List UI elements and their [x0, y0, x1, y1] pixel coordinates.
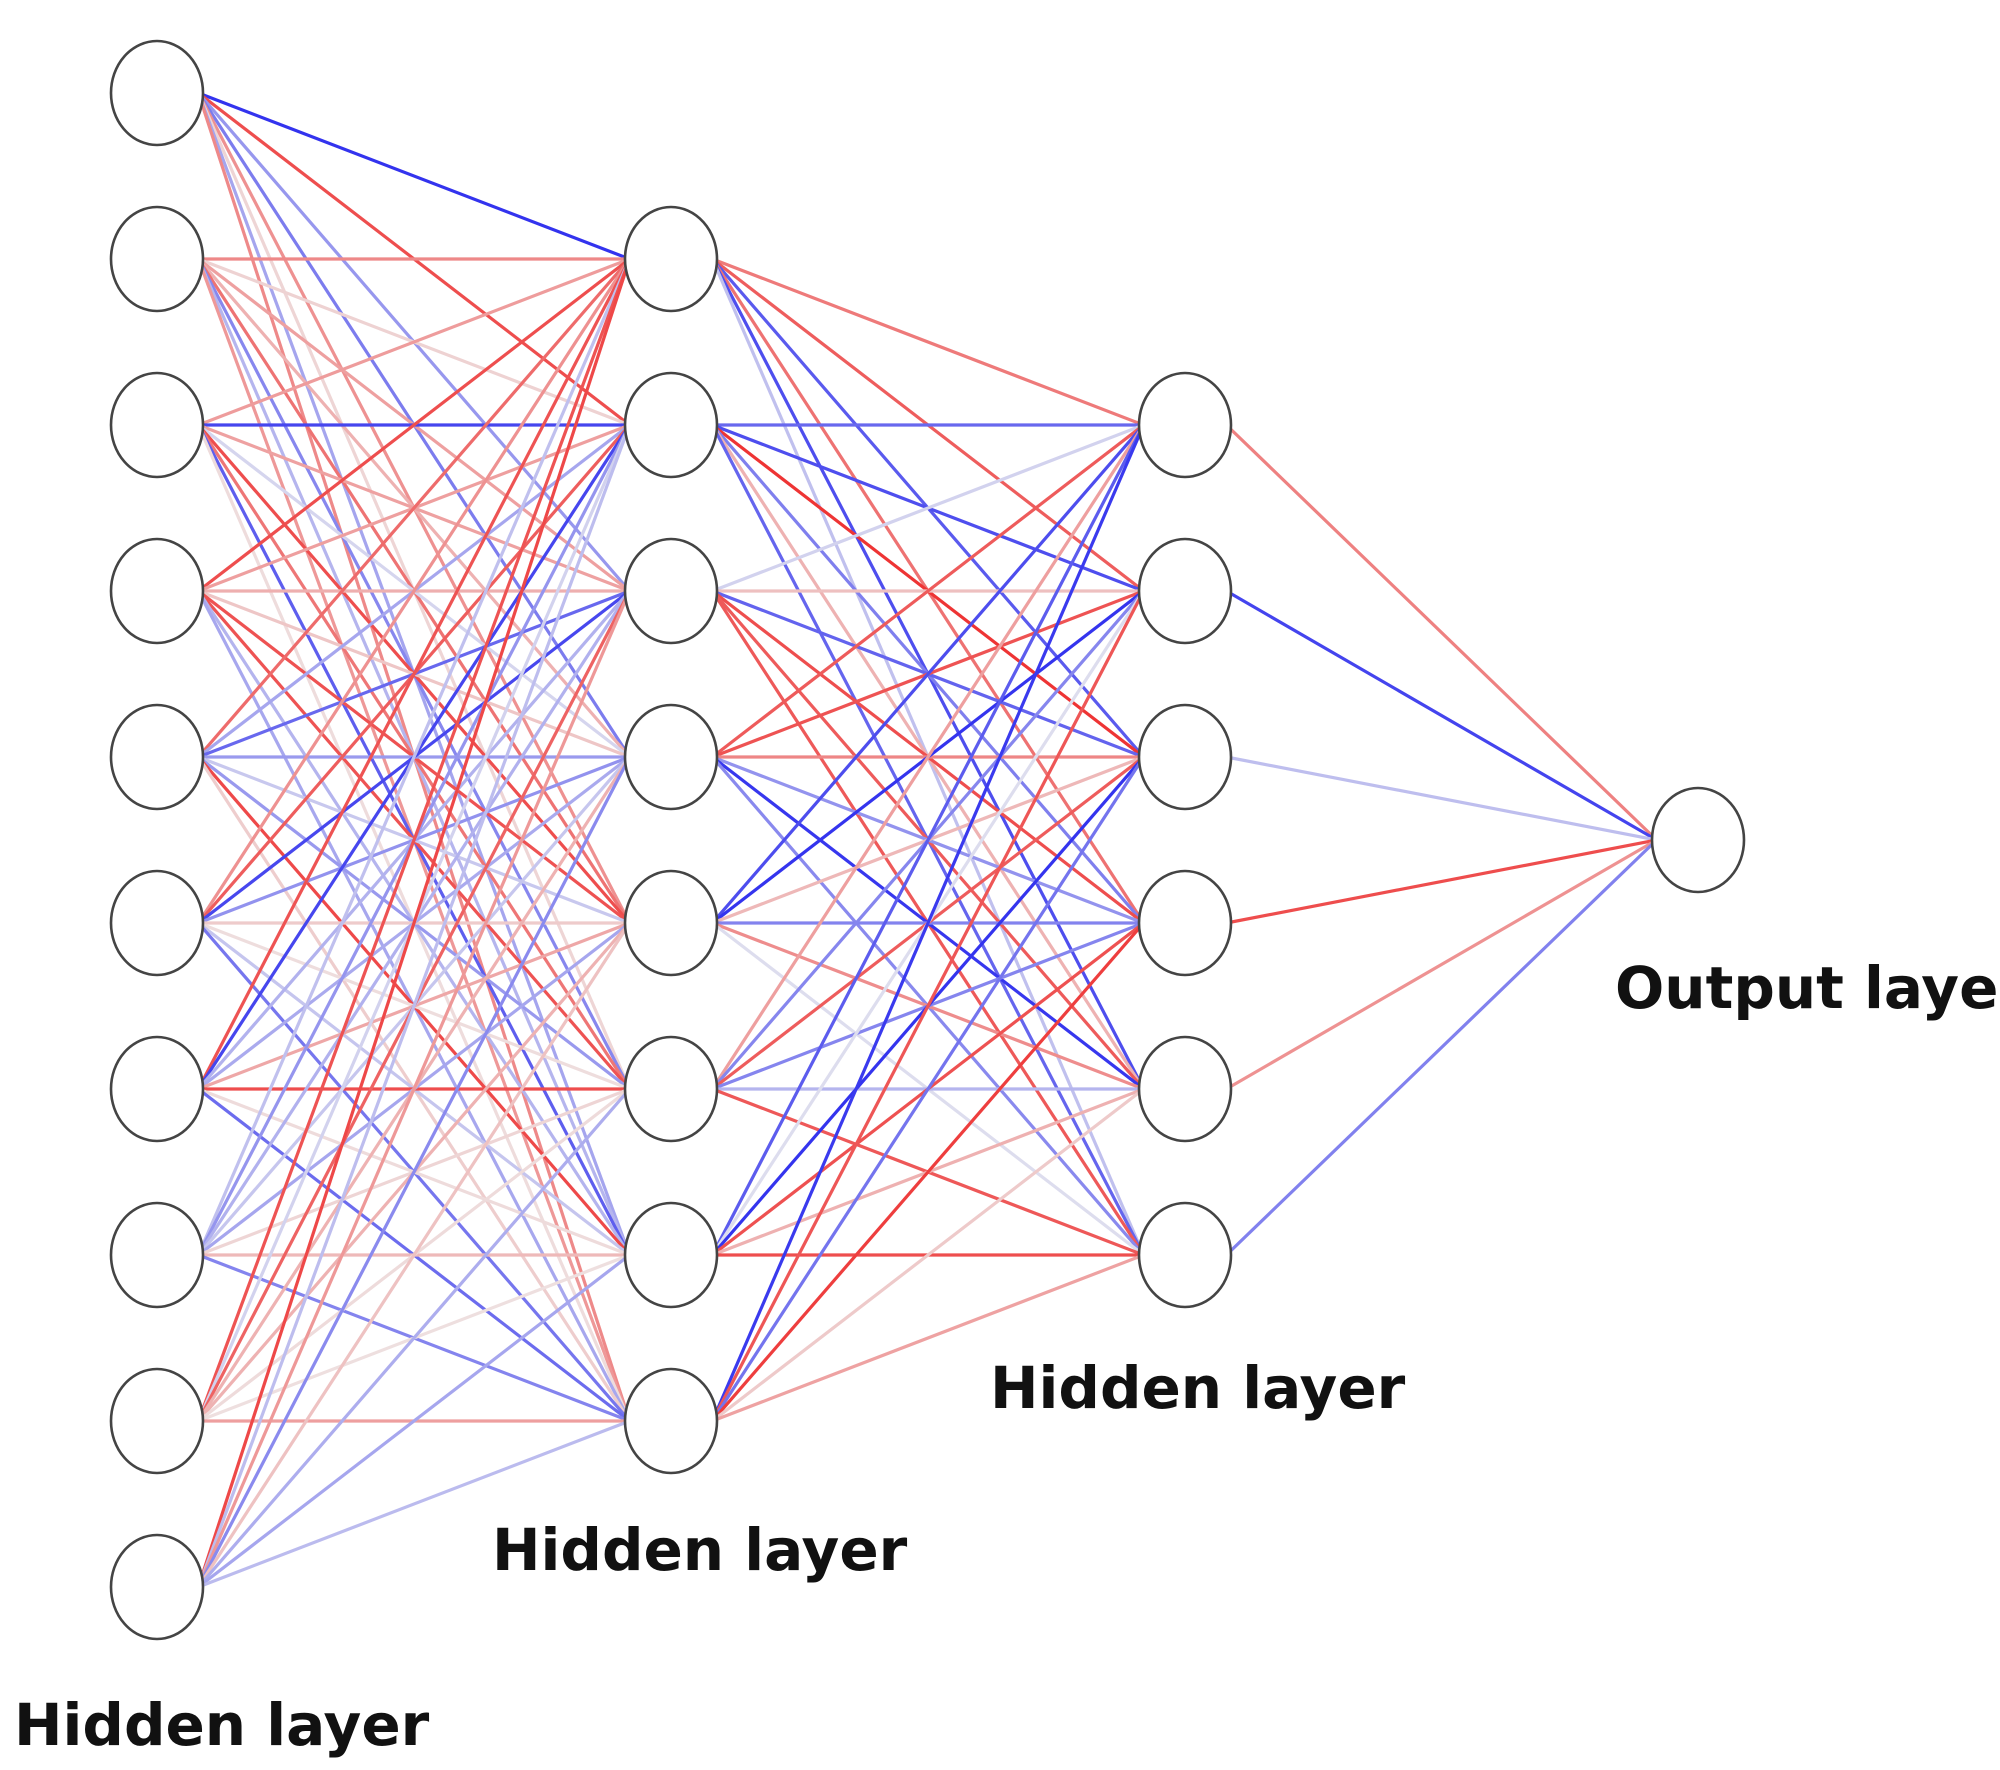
layer-label-hidden-1: Hidden layer	[14, 1691, 430, 1759]
hidden-layer-1-node-2	[109, 205, 205, 313]
edge-l1-n7-to-n1	[196, 258, 632, 1090]
edge-l1-n5-to-n1	[197, 257, 631, 759]
hidden-layer-3-node-4	[1137, 869, 1233, 977]
hidden-layer-1-node-6	[109, 869, 205, 977]
edge-l2-n8-to-n2	[710, 590, 1146, 1422]
edge-l2-n4-to-n1	[711, 423, 1145, 759]
hidden-layer-1-node-7	[109, 1035, 205, 1143]
hidden-layer-2-node-7	[623, 1201, 719, 1309]
edge-l3-n2-to-n1	[1225, 589, 1658, 842]
edge-l1-n10-to-n7	[197, 1253, 631, 1589]
output-layer-node-1	[1650, 786, 1746, 894]
hidden-layer-3-node-3	[1137, 703, 1233, 811]
hidden-layer-2-node-8	[623, 1367, 719, 1475]
hidden-layer-1-node-3	[109, 371, 205, 479]
edge-l1-n10-to-n4	[196, 756, 632, 1588]
hidden-layer-1-node-4	[109, 537, 205, 645]
hidden-layer-1-node-1	[109, 39, 205, 147]
layer-label-hidden-3: Hidden layer	[990, 1354, 1406, 1422]
edge-l1-n10-to-n1	[196, 258, 632, 1588]
hidden-layer-1-node-10	[109, 1533, 205, 1641]
edge-l2-n8-to-n5	[711, 1087, 1145, 1423]
hidden-layer-3-node-6	[1137, 1201, 1233, 1309]
hidden-layer-1-node-8	[109, 1201, 205, 1309]
edge-l1-n3-to-n1	[197, 257, 631, 427]
hidden-layer-2-node-1	[623, 205, 719, 313]
edge-l3-n4-to-n1	[1226, 838, 1657, 925]
hidden-layer-2-node-3	[623, 537, 719, 645]
connection-edges	[196, 91, 1658, 1589]
edge-l3-n1-to-n1	[1225, 423, 1658, 842]
edge-l2-n6-to-n1	[711, 424, 1145, 1090]
hidden-layer-3-node-1	[1137, 371, 1233, 479]
edge-l1-n10-to-n3	[196, 590, 632, 1588]
edge-l3-n6-to-n1	[1225, 838, 1658, 1257]
edge-l1-n10-to-n2	[196, 424, 632, 1588]
hidden-layer-1-node-9	[109, 1367, 205, 1475]
edge-l1-n9-to-n1	[196, 258, 632, 1422]
hidden-layer-1-node-5	[109, 703, 205, 811]
edge-l2-n8-to-n3	[711, 756, 1145, 1422]
edge-l1-n6-to-n1	[197, 258, 631, 924]
edge-l2-n8-to-n1	[710, 424, 1146, 1422]
hidden-layer-2-node-2	[623, 371, 719, 479]
hidden-layer-2-node-5	[623, 869, 719, 977]
edge-l3-n3-to-n1	[1226, 755, 1657, 842]
hidden-layer-2-node-4	[623, 703, 719, 811]
edge-l2-n8-to-n6	[711, 1253, 1145, 1423]
edge-l1-n10-to-n8	[197, 1419, 631, 1589]
edge-l1-n10-to-n6	[197, 1087, 631, 1589]
edge-l1-n1-to-n1	[197, 91, 631, 261]
edge-l1-n4-to-n1	[197, 257, 631, 593]
edge-l2-n8-to-n4	[711, 921, 1145, 1423]
edge-l2-n5-to-n1	[711, 423, 1145, 925]
edge-l2-n1-to-n1	[711, 257, 1145, 427]
edge-l2-n7-to-n1	[710, 424, 1146, 1256]
layer-label-hidden-2: Hidden layer	[492, 1516, 908, 1584]
hidden-layer-3-node-2	[1137, 537, 1233, 645]
edge-l3-n5-to-n1	[1225, 838, 1658, 1091]
edge-l2-n3-to-n1	[711, 423, 1145, 593]
network-nodes	[109, 39, 1746, 1641]
edge-l1-n8-to-n1	[196, 258, 632, 1256]
layer-label-output: Output layer	[1615, 954, 2000, 1022]
edge-l1-n10-to-n5	[197, 922, 631, 1588]
hidden-layer-3-node-5	[1137, 1035, 1233, 1143]
hidden-layer-2-node-6	[623, 1035, 719, 1143]
